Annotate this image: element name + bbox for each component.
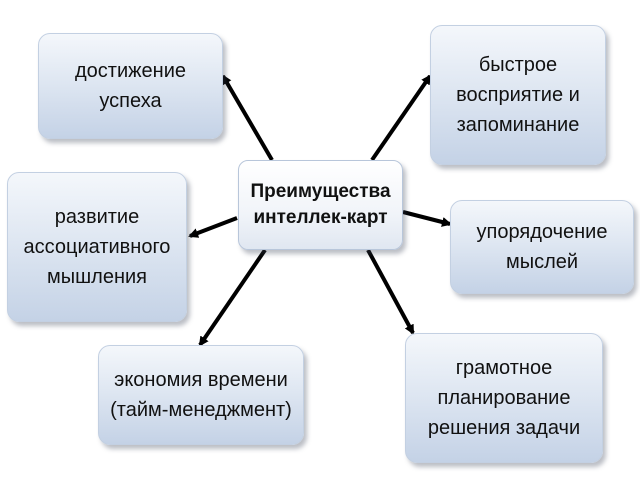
node-associative-thinking: развитие ассоциативного мышления [7, 172, 187, 322]
node-top-left-line-2: успеха [99, 90, 162, 112]
node-bottom-left-line-1: экономия времени [114, 369, 288, 391]
node-achieving-success: достижение успеха [38, 33, 223, 139]
arrow-to-top-left [221, 74, 274, 162]
center-line-1: Преимущества [250, 181, 391, 202]
center-node-advantages: Преимущества интеллек-карт [238, 160, 403, 250]
node-middle-left-line-3: мышления [46, 266, 147, 288]
node-top-right-line-1: быстрое [478, 54, 558, 76]
arrow-to-middle-left [188, 216, 238, 238]
node-top-right-line-2: восприятие и [456, 84, 580, 106]
arrow-to-bottom-right [366, 249, 415, 335]
node-competent-planning: грамотное планирование решения задачи [405, 333, 603, 463]
node-fast-perception: быстрое восприятие и запоминание [430, 25, 606, 165]
node-middle-right-line-2: мыслей [505, 251, 579, 273]
node-bottom-left-line-2: (тайм-менеджмент) [110, 399, 292, 421]
node-middle-right-line-1: упорядочение [476, 221, 608, 243]
node-bottom-right-line-3: решения задачи [427, 417, 581, 439]
arrow-to-bottom-left [198, 248, 267, 347]
node-middle-left-line-2: ассоциативного [23, 236, 171, 258]
arrow-to-top-right [370, 74, 432, 162]
node-bottom-right-line-1: грамотное [455, 357, 553, 379]
node-top-right-line-3: запоминание [456, 114, 580, 136]
node-organizing-thoughts: упорядочение мыслей [450, 200, 634, 294]
node-middle-left-line-1: развитие [54, 206, 140, 228]
node-time-saving: экономия времени (тайм-менеджмент) [98, 345, 304, 445]
node-bottom-right-line-2: планирование [437, 387, 571, 409]
node-top-left-line-1: достижение [75, 60, 186, 82]
center-line-2: интеллек-карт [253, 207, 388, 228]
arrow-to-middle-right [402, 210, 452, 227]
